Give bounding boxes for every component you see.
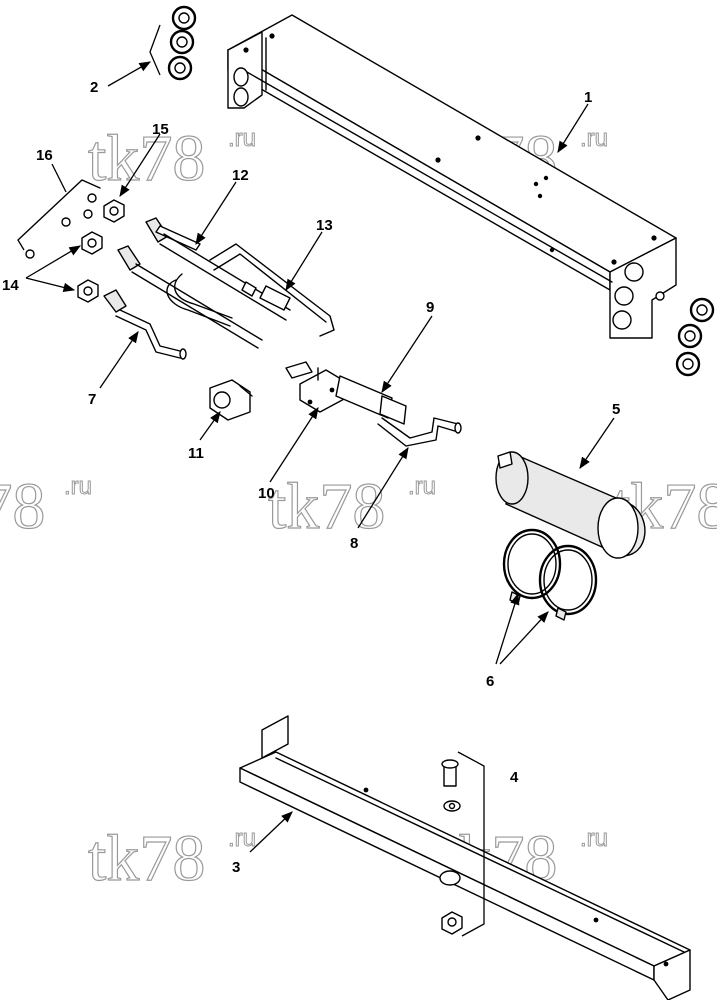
- label-part-15: 15: [152, 121, 169, 138]
- label-part-3: 3: [232, 859, 240, 876]
- label-part-5: 5: [612, 401, 620, 418]
- label-part-10: 10: [258, 485, 275, 502]
- label-part-7: 7: [88, 391, 96, 408]
- watermark-suffix: .ru: [228, 125, 256, 152]
- watermark-suffix: .ru: [580, 825, 608, 852]
- part-6-band-clamps: [502, 528, 598, 621]
- part-7-bent-tube: [103, 289, 187, 360]
- part-3-bottom-angle-bar: [239, 715, 691, 1000]
- label-part-16: 16: [36, 147, 53, 164]
- watermark-text: tk78: [88, 822, 205, 895]
- part-15-nut: [103, 199, 125, 223]
- part-12-tube-assembly: [117, 217, 335, 349]
- watermark-top-left: tk78 .ru: [87, 121, 256, 195]
- label-part-13: 13: [316, 217, 333, 234]
- label-part-8: 8: [350, 535, 358, 552]
- watermark-mid-left: tk78 .ru: [0, 469, 93, 543]
- part-2-grommets-right: [675, 297, 715, 377]
- part-number-labels: 1 2 3 4 5 6 7 8 9 10 11 12 13 14 15 16: [2, 79, 620, 876]
- label-part-9: 9: [426, 299, 434, 316]
- watermark-suffix: .ru: [408, 473, 436, 500]
- part-4-bolt-set: [441, 751, 485, 937]
- part-5-receiver-cylinder: [495, 451, 646, 559]
- leader-lines: [25, 61, 615, 853]
- label-part-11: 11: [188, 445, 204, 462]
- part-2-grommets: [149, 5, 197, 81]
- watermark-bottom-left: tk78 .ru: [87, 821, 256, 895]
- part-14-nut-lower: [77, 279, 99, 303]
- watermark-text: tk78: [88, 122, 205, 195]
- watermark-text: tk78: [0, 470, 45, 543]
- watermark-suffix: .ru: [64, 473, 92, 500]
- label-part-14: 14: [2, 277, 19, 294]
- part-1-top-bracket: [227, 14, 677, 339]
- label-part-12: 12: [232, 167, 249, 184]
- part-11-clamp: [209, 379, 253, 421]
- watermark-mid-center: tk78 .ru: [267, 469, 436, 543]
- label-part-1: 1: [584, 89, 592, 106]
- watermark-suffix: .ru: [580, 125, 608, 152]
- watermark-suffix: .ru: [228, 825, 256, 852]
- watermark-text: tk78: [268, 470, 385, 543]
- part-14-nut-upper: [81, 231, 103, 255]
- label-part-2: 2: [90, 79, 98, 96]
- label-part-6: 6: [486, 673, 494, 690]
- part-16-plate: [17, 179, 101, 259]
- label-part-4: 4: [510, 769, 519, 786]
- part-9-valve-assembly: [285, 361, 462, 447]
